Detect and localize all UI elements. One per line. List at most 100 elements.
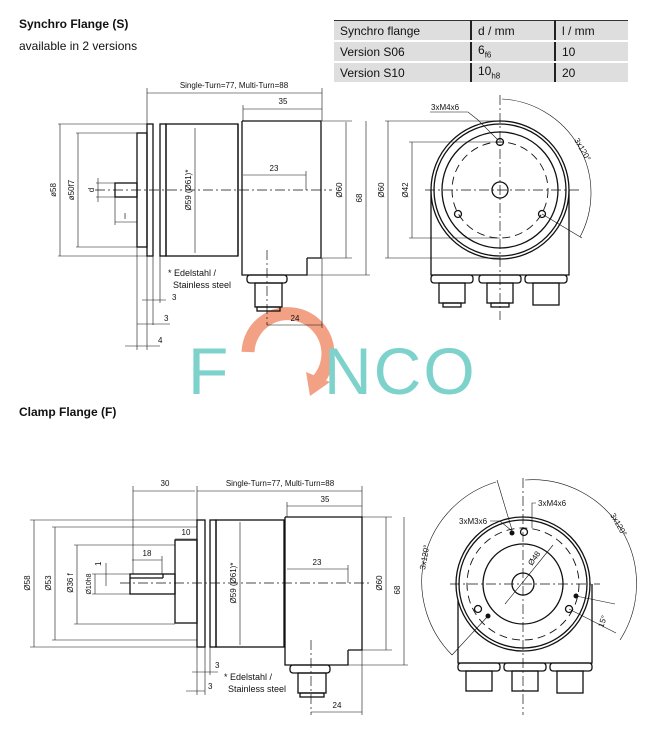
drawing-line	[524, 274, 568, 284]
dim-3a: 3	[172, 293, 177, 302]
dim-24: 24	[291, 314, 300, 323]
watermark-text-f: F	[188, 334, 232, 408]
angle-left-label: 3x120°	[418, 544, 431, 570]
drawing-line	[442, 302, 462, 308]
dim-3b: 3	[164, 314, 169, 323]
angle-15-label: 15°	[596, 614, 609, 628]
shaft	[129, 573, 176, 595]
drawing-line	[524, 479, 637, 641]
dim-dia58: Ø58	[23, 575, 32, 591]
clamp-front-view: Ø48 3xM4x6 3xM3x6 3x120° 3x120° 15°	[418, 478, 637, 715]
table-row: Version S10 10h8 20	[334, 61, 628, 84]
dim-23: 23	[313, 558, 322, 567]
dim-18: 18	[143, 549, 152, 558]
dim-d: d	[87, 188, 96, 192]
flange-plate	[146, 123, 154, 257]
dim-dia60: Ø60	[335, 182, 344, 198]
material-note-de: * Edelstahl /	[224, 672, 273, 682]
dim-24: 24	[333, 701, 342, 710]
watermark-text-nco: NCO	[324, 334, 477, 408]
drawing-line	[509, 530, 515, 536]
dim-dia58: ø58	[49, 183, 58, 197]
rear-housing	[241, 120, 322, 276]
connectors	[457, 662, 593, 694]
drawing-line	[496, 479, 513, 531]
dim-68: 68	[393, 585, 402, 594]
table-cell: 10	[554, 40, 628, 63]
dim-l: l	[124, 212, 126, 221]
drawing-line	[430, 111, 499, 141]
dim-1: 1	[94, 561, 103, 566]
dim-68: 68	[355, 193, 364, 202]
dim-dia50: ø50f7	[67, 179, 76, 200]
dim-35: 35	[321, 495, 330, 504]
mounting-hole	[519, 527, 529, 537]
watermark-arc	[241, 307, 335, 385]
fenco-watermark: F NCO	[188, 307, 477, 408]
synchro-title: Synchro Flange (S)	[19, 17, 129, 31]
dim-10: 10	[182, 528, 191, 537]
dim-30: 30	[161, 479, 170, 488]
thread-label: 3xM4x6	[431, 103, 460, 112]
table-cell: Version S06	[334, 40, 471, 63]
material-note-de: * Edelstahl /	[168, 268, 217, 278]
dim-dia60: Ø60	[375, 575, 384, 591]
dim-35: 35	[279, 97, 288, 106]
watermark-arrow	[306, 372, 330, 396]
thread-m3-label: 3xM3x6	[459, 517, 488, 526]
dim-dia53: Ø53	[44, 575, 53, 591]
drawing-line	[209, 519, 217, 648]
drawing-line	[438, 282, 466, 304]
synchro-subtitle: available in 2 versions	[19, 39, 138, 53]
drawing-line	[504, 544, 554, 605]
drawing-line	[457, 662, 501, 672]
table-cell: Version S10	[334, 61, 471, 84]
dim-3a: 3	[215, 661, 220, 670]
drawing-line	[503, 662, 547, 672]
table-cell: 20	[554, 61, 628, 84]
flange-plate	[196, 519, 206, 648]
drawing-line	[549, 662, 593, 672]
connector-nut	[289, 664, 331, 674]
table-header: Synchro flange	[334, 20, 471, 42]
drawing-line	[299, 692, 325, 698]
drawing-line	[297, 672, 327, 694]
dim-3b: 3	[208, 682, 213, 691]
connectors	[430, 274, 568, 308]
dim-dia36: Ø36 f	[66, 572, 75, 592]
drawing-line	[531, 502, 536, 528]
table-header: l / mm	[554, 20, 628, 42]
drawing-line	[465, 670, 493, 692]
drawing-line	[556, 670, 584, 694]
synchro-version-table: Synchro flange d / mm l / mm Version S06…	[334, 20, 628, 84]
mounting-hole	[537, 209, 547, 219]
dim-length: Single-Turn=77, Multi-Turn=88	[226, 479, 335, 488]
drawing-line	[451, 615, 489, 656]
drawing-line	[532, 282, 560, 306]
table-header: d / mm	[470, 20, 555, 42]
dim-front-dia42: Ø42	[401, 182, 410, 198]
drawing-line	[568, 608, 617, 634]
table-cell: 10h8	[470, 61, 555, 84]
clamp-title: Clamp Flange (F)	[19, 405, 117, 419]
drawing-line	[421, 481, 497, 656]
synchro-side-view: Single-Turn=77, Multi-Turn=88 35 23 ø58 …	[49, 81, 370, 350]
synchro-front-view: Ø60 Ø42 3xM4x6 3x120°	[377, 95, 593, 320]
dim-dia59: Ø59 (Ø61)*	[184, 170, 193, 211]
drawing-line	[254, 282, 283, 308]
mounting-hole	[473, 604, 483, 614]
material-note-en: Stainless steel	[228, 684, 286, 694]
table-row: Version S06 6f6 10	[334, 40, 628, 63]
mounting-hole	[453, 209, 463, 219]
drawing-line	[501, 98, 592, 238]
body	[215, 519, 285, 648]
drawing-line	[541, 213, 583, 239]
drawing-line	[511, 670, 539, 692]
drawing-line	[490, 302, 510, 308]
thread-m4-label: 3xM4x6	[538, 499, 567, 508]
dim-dia59: Ø59 (Ø61)*	[229, 563, 238, 604]
clamp-side-view: Single-Turn=77, Multi-Turn=88 30 35 10 1…	[23, 479, 408, 715]
dim-23: 23	[270, 164, 279, 173]
material-note-en: Stainless steel	[173, 280, 231, 290]
